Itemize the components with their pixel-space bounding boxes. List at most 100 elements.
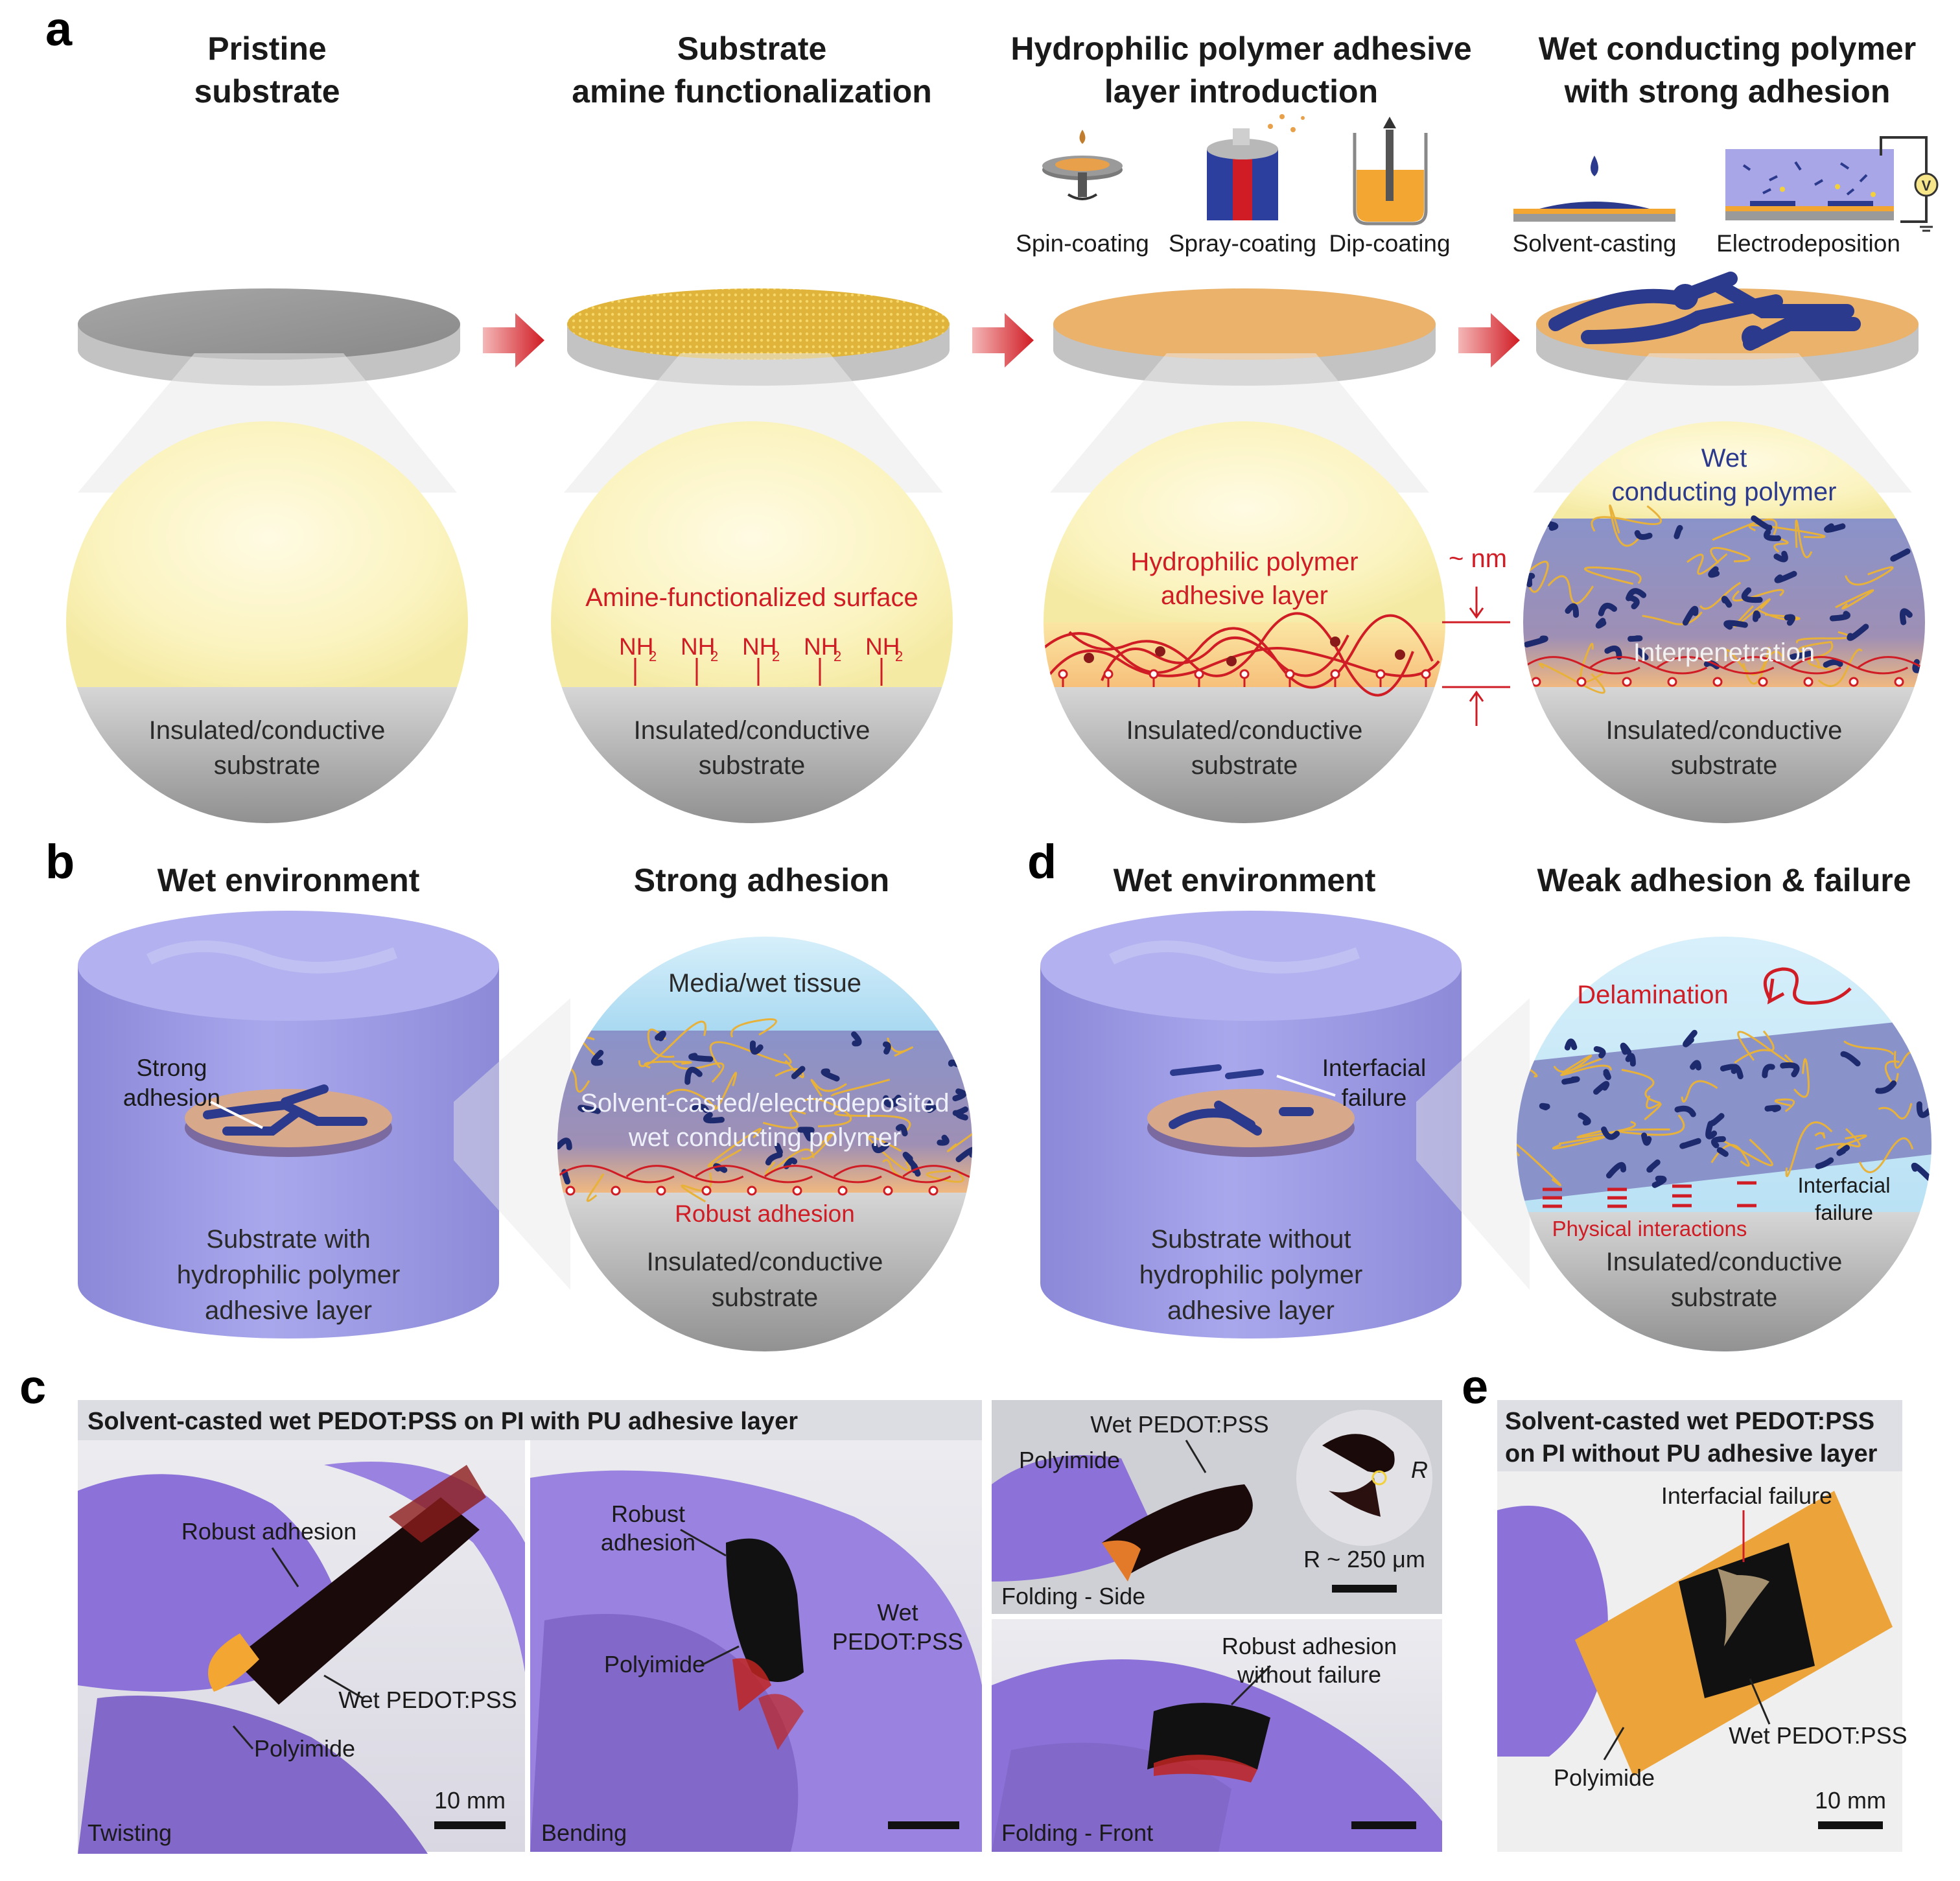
d-substrate-2: substrate — [1671, 1283, 1778, 1312]
b-polymer-2: wet conducting polymer — [628, 1123, 901, 1152]
e-banner-1: Solvent-casted wet PEDOT:PSS — [1505, 1408, 1874, 1435]
c1-substrate-2: substrate — [214, 751, 321, 780]
c3-wet: Wet PEDOT:PSS — [1090, 1411, 1268, 1438]
nh2-group: NH2 — [742, 633, 780, 686]
panel-label-a: a — [45, 2, 73, 56]
b-substrate-2: substrate — [712, 1283, 819, 1312]
nh2-subscript: 2 — [772, 648, 780, 664]
e-scale: 10 mm — [1815, 1787, 1886, 1814]
nh2-label: NH — [865, 633, 900, 660]
a-col1-title-1: Pristine — [207, 30, 326, 67]
c3-layer-1: Hydrophilic polymer — [1130, 548, 1358, 576]
d-substrate-1: Insulated/conductive — [1606, 1248, 1843, 1276]
b-robust: Robust adhesion — [675, 1200, 855, 1227]
method-solvent-casting: Solvent-casting — [1513, 230, 1677, 257]
d-title-left: Wet environment — [1114, 862, 1376, 898]
c4-polymer-1: Wet — [1701, 444, 1747, 473]
electrodeposition-icon: V — [1725, 136, 1939, 232]
c1-scale: 10 mm — [434, 1787, 506, 1814]
zoom-circle-b: Media/wet tissue Solvent-casted/electrod… — [557, 937, 972, 1351]
b-annot-1: Strong — [136, 1055, 207, 1081]
c3-mode: Folding - Side — [1001, 1583, 1145, 1609]
method-spin-coating: Spin-coating — [1016, 230, 1149, 257]
c4-robust-2: without failure — [1237, 1661, 1381, 1688]
a-col2-title-1: Substrate — [677, 30, 827, 67]
thickness-label: ~ nm — [1449, 544, 1507, 573]
panel-label-c: c — [19, 1360, 46, 1414]
nh2-group: NH2 — [804, 633, 841, 686]
b-cyl-2: hydrophilic polymer — [177, 1261, 401, 1289]
nh2-subscript: 2 — [895, 648, 903, 664]
nh2-subscript: 2 — [649, 648, 657, 664]
c4-substrate-1: Insulated/conductive — [1606, 716, 1843, 745]
c2-mode: Bending — [541, 1819, 627, 1846]
a-col3-title-1: Hydrophilic polymer adhesive — [1010, 30, 1471, 67]
nh2-subscript: 2 — [834, 648, 841, 664]
c3-pi: Polyimide — [1019, 1447, 1120, 1473]
c4-robust-1: Robust adhesion — [1222, 1633, 1397, 1659]
b-title-right: Strong adhesion — [634, 862, 889, 898]
e-banner-2: on PI without PU adhesive layer — [1505, 1440, 1878, 1467]
delamination-label: Delamination — [1577, 981, 1728, 1009]
a-col3-title-2: layer introduction — [1104, 73, 1378, 110]
c2-robust-2: adhesion — [601, 1529, 695, 1556]
nh2-group: NH2 — [681, 633, 718, 686]
scale-bar-2 — [888, 1821, 959, 1829]
panel-label-d: d — [1027, 835, 1056, 889]
disc-conducting — [1536, 272, 1919, 386]
c2-pi: Polyimide — [604, 1651, 705, 1677]
c2-substrate-2: substrate — [699, 751, 806, 780]
photo-folding-side — [992, 1400, 1442, 1614]
c1-robust: Robust adhesion — [181, 1518, 356, 1545]
b-title-left: Wet environment — [158, 862, 420, 898]
photo-bending — [530, 1440, 982, 1852]
cylinder-d — [1040, 911, 1462, 1338]
method-electrodeposition: Electrodeposition — [1716, 230, 1900, 257]
b-substrate-1: Insulated/conductive — [647, 1248, 883, 1276]
method-spray-coating: Spray-coating — [1169, 230, 1316, 257]
c4-polymer-2: conducting polymer — [1612, 478, 1837, 506]
arrow-3 — [1458, 313, 1520, 368]
c4-mode: Folding - Front — [1001, 1819, 1153, 1846]
c3-substrate-1: Insulated/conductive — [1126, 716, 1363, 745]
nh2-label: NH — [619, 633, 653, 660]
scale-bar-4 — [1351, 1821, 1416, 1829]
c1-substrate-1: Insulated/conductive — [149, 716, 386, 745]
thickness-bracket: ~ nm — [1442, 544, 1510, 726]
scale-bar-3 — [1332, 1585, 1397, 1593]
photo-twisting — [78, 1440, 525, 1854]
interpenetration-label: Interpenetration — [1633, 638, 1815, 667]
c2-wet-1: Wet — [877, 1599, 918, 1626]
voltmeter-label: V — [1922, 178, 1931, 194]
c-banner: Solvent-casted wet PEDOT:PSS on PI with … — [88, 1408, 798, 1435]
d-annot-2: failure — [1342, 1084, 1407, 1111]
b-annot-2: adhesion — [123, 1084, 220, 1111]
photo-folding-front — [992, 1619, 1442, 1852]
e-wet: Wet PEDOT:PSS — [1729, 1722, 1907, 1749]
nh2-group: NH2 — [865, 633, 903, 686]
b-polymer-1: Solvent-casted/electrodeposited — [580, 1089, 949, 1117]
c3-radius: R ~ 250 μm — [1303, 1546, 1425, 1572]
a-col2-title-2: amine functionalization — [572, 73, 932, 110]
d-title-right: Weak adhesion & failure — [1537, 862, 1911, 898]
amine-surface-label: Amine-functionalized surface — [585, 583, 918, 612]
d-annot-1: Interfacial — [1322, 1055, 1426, 1081]
nh2-group: NH2 — [619, 633, 657, 686]
method-dip-coating: Dip-coating — [1329, 230, 1450, 257]
cylinder-b — [78, 911, 499, 1338]
e-pi: Polyimide — [1554, 1764, 1655, 1791]
panel-label-b: b — [45, 835, 75, 889]
b-cyl-1: Substrate with — [206, 1225, 370, 1254]
c1-mode: Twisting — [88, 1819, 172, 1846]
solvent-casting-icon — [1513, 156, 1675, 222]
scale-bar-1 — [434, 1821, 506, 1829]
a-col4-title-2: with strong adhesion — [1564, 73, 1891, 110]
c3-layer-2: adhesive layer — [1161, 581, 1328, 610]
b-media: Media/wet tissue — [668, 969, 861, 998]
d-interfacial-1: Interfacial — [1797, 1173, 1890, 1197]
d-cyl-3: adhesive layer — [1167, 1296, 1335, 1325]
c2-robust-1: Robust — [611, 1501, 685, 1527]
panel-label-e: e — [1462, 1360, 1488, 1414]
